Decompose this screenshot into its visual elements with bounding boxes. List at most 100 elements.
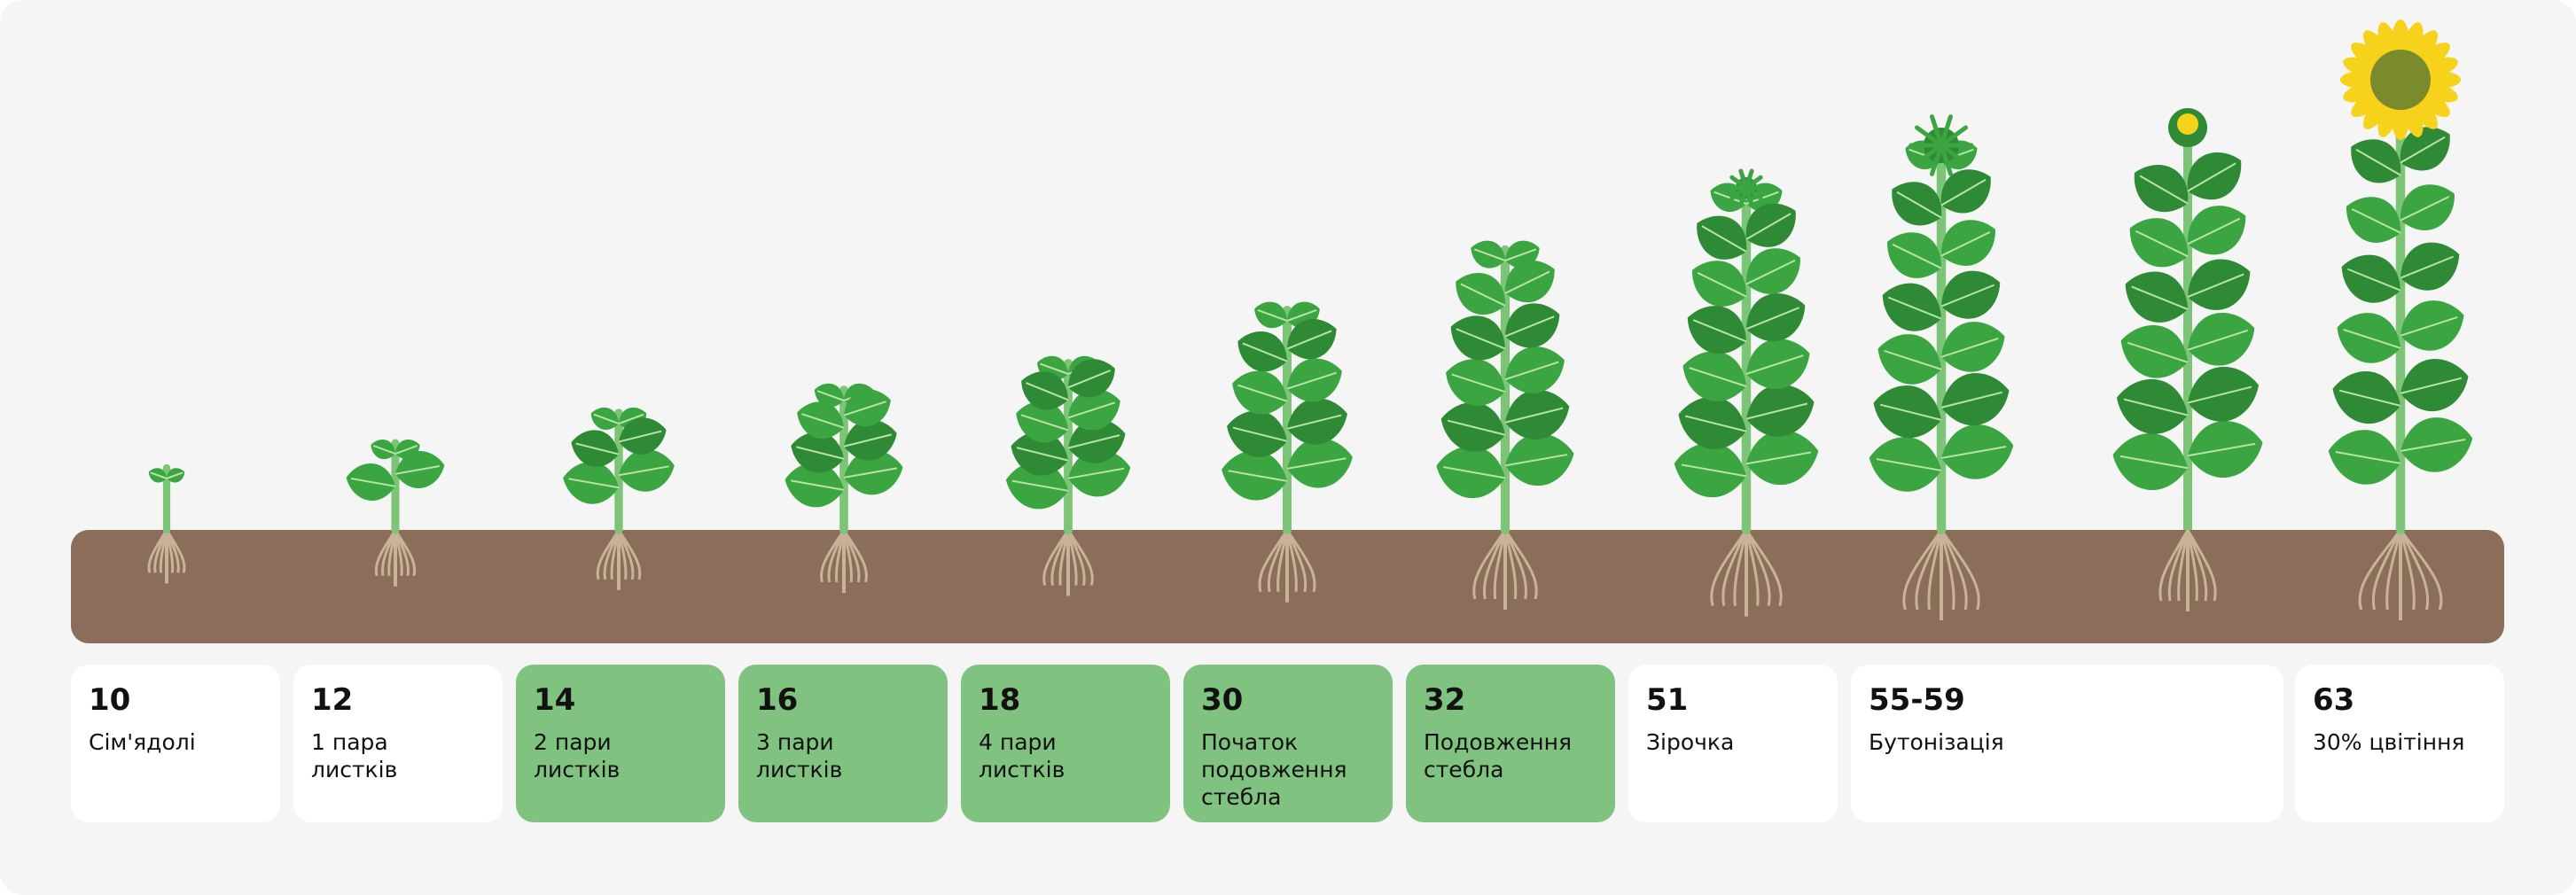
leaf-vein <box>1232 426 1288 442</box>
leaf-vein <box>394 445 418 455</box>
bud-petal-tips <box>2177 113 2198 135</box>
leaf-vein <box>1504 315 1555 338</box>
leaf-vein <box>1020 414 1069 432</box>
leaf-vein <box>394 465 441 475</box>
root <box>2358 529 2402 611</box>
stage-card-14: 14 2 пари листків <box>516 665 725 822</box>
leaf-vein <box>1879 403 1942 421</box>
leaf-vein <box>2335 451 2401 464</box>
root <box>2399 529 2430 611</box>
leaf-vein <box>2187 162 2236 192</box>
leaf-vein <box>2400 255 2455 279</box>
leaf-vein <box>1940 446 2007 459</box>
plant-stage-55-59 <box>1869 114 2014 620</box>
root <box>2385 529 2402 611</box>
root <box>1733 529 1748 606</box>
stage-card-32: 32 Подовження стебла <box>1406 665 1615 822</box>
leaf-vein <box>618 413 644 424</box>
stage-label: Бутонізація <box>1869 729 2004 755</box>
leaf-vein <box>1940 231 1991 257</box>
leaf-vein <box>2187 442 2256 457</box>
leaf-vein <box>372 445 396 455</box>
root <box>1745 529 1760 606</box>
leaf-vein <box>1257 308 1288 322</box>
leaf-vein <box>1745 307 1800 331</box>
leaf-vein <box>1473 248 1506 261</box>
leaf-vein <box>2400 315 2458 337</box>
leaf-vein <box>1940 391 2003 409</box>
leaf-vein <box>796 446 845 460</box>
leaf-vein <box>1067 434 1120 449</box>
leaf-vein <box>2400 439 2466 452</box>
leaf-vein <box>568 478 620 489</box>
leaf-vein <box>1067 370 1111 389</box>
root <box>1721 529 1748 606</box>
leaf-vein <box>2351 208 2401 234</box>
leaf-vein <box>843 401 886 416</box>
leaf-vein <box>1451 373 1506 393</box>
root <box>1710 529 1748 607</box>
leaf-vein <box>1701 225 1747 253</box>
leaf-vein <box>801 413 845 429</box>
leaf-vein <box>2127 341 2189 363</box>
leaf-vein <box>1286 371 1337 390</box>
stage-code: 30 <box>1201 682 1244 718</box>
leaf-vein <box>2400 136 2446 164</box>
leaf-vein <box>1745 451 1812 465</box>
leaf-vein <box>1443 466 1506 479</box>
root <box>842 529 868 583</box>
root <box>1472 529 1507 600</box>
leaf-vein <box>150 471 168 479</box>
leaf-vein <box>1242 342 1288 362</box>
root <box>2158 529 2190 602</box>
stage-card-12: 12 1 пара листків <box>293 665 503 822</box>
root <box>394 529 417 577</box>
leaf-vein <box>2355 148 2401 176</box>
plant-stage-30 <box>1222 301 1353 603</box>
leaf-vein <box>2123 398 2189 416</box>
root <box>1745 529 1783 607</box>
leaf-vein <box>1447 419 1506 436</box>
bract <box>1939 143 1969 166</box>
stage-label: Сім'ядолі <box>89 729 196 755</box>
leaf-vein <box>2131 285 2189 310</box>
root <box>1258 529 1289 593</box>
leaf-vein <box>2400 196 2450 222</box>
stage-code: 16 <box>756 682 799 718</box>
leaf-vein <box>1697 272 1747 298</box>
leaf-vein <box>1067 467 1125 479</box>
plant-stage-32 <box>1436 240 1574 610</box>
plant-stage-55-59-late <box>2112 108 2263 611</box>
leaf-vein <box>2338 389 2401 407</box>
root <box>617 529 642 580</box>
leaf-vein <box>1456 328 1506 350</box>
stage-label: 2 пари листків <box>534 729 621 782</box>
stage-card-18: 18 4 пари листків <box>961 665 1170 822</box>
stage-label: 30% цвітіння <box>2313 729 2465 755</box>
leaf-vein <box>1026 382 1069 401</box>
root <box>2186 529 2217 602</box>
root <box>1483 529 1507 600</box>
stage-code: 18 <box>979 682 1021 718</box>
root <box>1902 529 1943 611</box>
leaf-vein <box>1286 414 1342 430</box>
stage-label: 4 пари листків <box>979 729 1066 782</box>
stage-cards: 10 Сім'ядолі 12 1 пара листків 14 2 пари… <box>71 665 2504 822</box>
stage-card-63: 63 30% цвітіння <box>2295 665 2504 822</box>
bract <box>1914 125 1944 148</box>
leaf-vein <box>618 465 669 477</box>
bract <box>1744 175 1763 191</box>
stage-code: 32 <box>1424 682 1466 718</box>
leaf-vein <box>166 471 183 479</box>
leaf-vein <box>1460 283 1506 307</box>
leaf-vein <box>2187 273 2244 298</box>
root <box>1940 529 1980 611</box>
root <box>1745 529 1771 606</box>
flower-disc-icon <box>2370 50 2431 110</box>
root <box>1940 529 1955 611</box>
leaf-vein <box>1940 284 1995 307</box>
stage-code: 12 <box>311 682 354 718</box>
stage-card-51: 51 Зірочка <box>1628 665 1838 822</box>
leaf-vein <box>1745 402 1808 420</box>
stage-card-16: 16 3 пари листків <box>738 665 948 822</box>
